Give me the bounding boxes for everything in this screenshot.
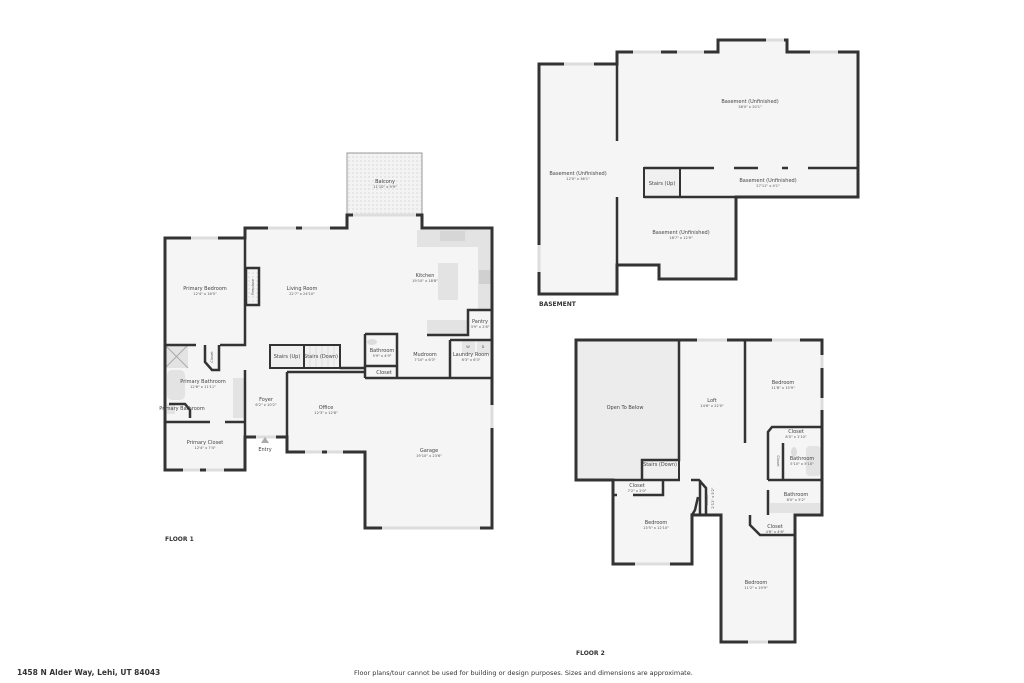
floor-1-plan: W D B [159, 152, 494, 543]
room-label-entry: Entry [258, 447, 271, 453]
room-dims-pantry: 3'9" x 2'8" [471, 325, 490, 329]
room-dims-bathroom: 8'0" x 5'2" [787, 498, 806, 502]
bathtub-icon [806, 446, 821, 476]
room-label-closet: Closet [705, 494, 709, 506]
toilet-icon [167, 404, 175, 414]
room-label-fireplace: Fireplace [251, 278, 255, 295]
room-label-office: Office [319, 405, 334, 411]
room-label-bathroom: Bathroom [790, 456, 815, 462]
room-label-stairs-up: Stairs (Up) [649, 181, 676, 187]
room-label-pantry: Pantry [472, 319, 488, 325]
room-dims-mudroom: 7'10" x 6'3" [414, 358, 435, 362]
room-label-closet: Closet [776, 455, 780, 467]
room-label-primary-bathroom-wc: Primary Bathroom [159, 406, 205, 412]
room-label-primary-bedroom: Primary Bedroom [183, 286, 227, 292]
room-label-mudroom: Mudroom [413, 352, 437, 358]
room-label-stairs-down: Stairs (Down) [304, 354, 338, 360]
windows [183, 213, 494, 530]
room-dims-bedroom: 11'8" x 15'9" [771, 386, 795, 390]
dryer-label: D [482, 345, 485, 349]
floor-2-interior-walls [576, 340, 822, 537]
room-dims-closet: 2'11" x 5'2" [711, 487, 715, 508]
open-to-below-area [576, 340, 679, 480]
room-dims-primary-bedroom: 12'4" x 16'5" [193, 292, 217, 296]
room-label-laundry-room: Laundry Room [453, 352, 489, 358]
room-dims-laundry-room: 6'3" x 6'3" [462, 358, 481, 362]
bathtub-icon [167, 370, 185, 400]
room-dims-bathroom: 5'10" x 5'10" [790, 462, 814, 466]
room-label-basement-south: Basement (Unfinished) [652, 230, 709, 236]
disclaimer: Floor plans/tour cannot be used for buil… [354, 669, 693, 677]
basement-interior-walls [615, 52, 858, 265]
room-label-primary-closet: Primary Closet [187, 440, 224, 446]
room-dims-loft: 14'6" x 22'0" [700, 404, 724, 408]
room-label-closet: Closet [210, 351, 214, 363]
toilet-icon [791, 447, 797, 457]
basement-title: BASEMENT [539, 301, 577, 308]
room-label-loft: Loft [707, 398, 716, 404]
stove-icon [479, 270, 491, 284]
room-label-closet: Closet [629, 483, 645, 489]
windows [537, 38, 838, 272]
toilet-icon [367, 339, 377, 345]
room-dims-closet: 4'8" x 4'6" [766, 530, 785, 534]
room-dims-closet: 8'0" x 1'10" [785, 435, 806, 439]
windows [635, 338, 824, 644]
entry-arrow-icon [261, 437, 269, 443]
kitchen-counter [427, 320, 468, 335]
room-label-bathroom: Bathroom [784, 492, 809, 498]
room-dims-bedroom: 13'5" x 12'10" [643, 526, 669, 530]
room-label-primary-bathroom: Primary Bathroom [180, 379, 226, 385]
room-dims-basement-main: 38'0" x 20'1" [738, 105, 762, 109]
room-label-stairs-down: Stairs (Down) [643, 462, 677, 468]
floor-1-title: FLOOR 1 [165, 536, 194, 543]
dryer-icon [477, 340, 490, 354]
vanity [233, 378, 244, 418]
basement-plan: Basement (Unfinished) 38'0" x 20'1" Base… [537, 38, 860, 308]
room-dims-kitchen: 19'10" x 18'8" [412, 279, 438, 283]
balcony-area [346, 152, 423, 216]
washer-label: W [466, 345, 470, 349]
room-label-bedroom: Bedroom [645, 520, 668, 526]
room-dims-primary-bathroom: 12'6" x 11'11" [190, 385, 216, 389]
room-label-stairs-up: Stairs (Up) [274, 354, 301, 360]
vanity [770, 503, 821, 513]
room-label-open-to-below: Open To Below [607, 405, 644, 411]
room-label-foyer: Foyer [259, 397, 274, 403]
room-label-bathroom: Bathroom [370, 348, 395, 354]
room-label-balcony: Balcony [375, 179, 395, 185]
room-label-kitchen: Kitchen [416, 273, 435, 279]
room-dims-bedroom: 11'2" x 19'9" [744, 586, 768, 590]
room-dims-primary-closet: 12'4" x 7'4" [194, 446, 215, 450]
kitchen-island [438, 263, 458, 300]
room-dims-foyer: 6'2" x 10'2" [255, 403, 276, 407]
washer-icon [462, 340, 475, 354]
room-dims-balcony: 11'10" x 9'9" [373, 185, 397, 189]
room-dims-basement-south: 18'7" x 12'9" [669, 236, 693, 240]
room-label-bedroom: Bedroom [772, 380, 795, 386]
room-dims-basement-west: 12'0" x 36'1" [566, 177, 590, 181]
room-dims-garage: 19'10" x 23'6" [416, 454, 442, 458]
room-label-closet: Closet [767, 524, 783, 530]
room-dims-office: 12'3" x 12'8" [314, 411, 338, 415]
room-dims-living-room: 22'7" x 24'10" [289, 292, 315, 296]
room-label-bedroom: Bedroom [745, 580, 768, 586]
room-dims-basement-corridor: 27'11" x 4'1" [756, 184, 780, 188]
room-label-closet: Closet [376, 370, 392, 376]
room-label-garage: Garage [420, 448, 438, 454]
floor-1-interior-walls [165, 238, 492, 437]
room-dims-bathroom: 5'9" x 4'9" [373, 354, 392, 358]
floor-2-plan: Open To Below Loft 14'6" x 22'0" Bedroom… [574, 338, 824, 657]
sink-icon [440, 231, 465, 241]
room-label-basement-west: Basement (Unfinished) [549, 171, 606, 177]
room-label-living-room: Living Room [287, 286, 318, 292]
property-address: 1458 N Alder Way, Lehi, UT 84043 [17, 668, 161, 677]
room-label-closet: Closet [788, 429, 804, 435]
room-label-basement-main: Basement (Unfinished) [721, 99, 778, 105]
floor-2-title: FLOOR 2 [576, 650, 605, 657]
room-dims-closet: 7'2" x 2'0" [628, 489, 647, 493]
room-label-basement-corridor: Basement (Unfinished) [739, 178, 796, 184]
